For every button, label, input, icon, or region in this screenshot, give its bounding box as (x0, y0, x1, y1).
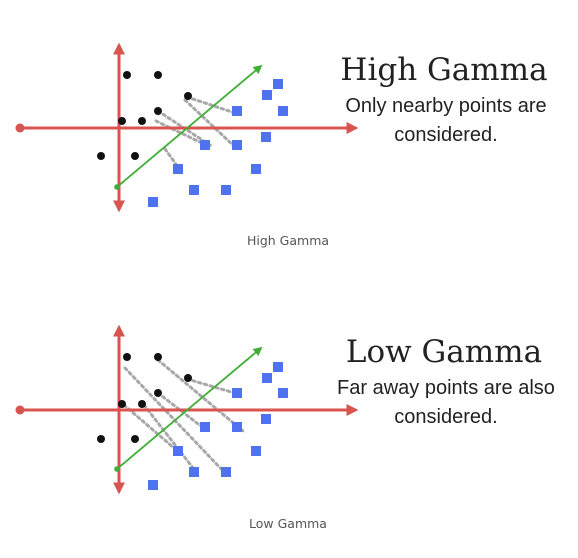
panel-title: Low Gamma (346, 334, 542, 370)
class-a-point (131, 152, 139, 160)
class-b-point (278, 106, 288, 116)
class-a-point (123, 353, 131, 361)
class-b-point (273, 362, 283, 372)
class-b-point (173, 164, 183, 174)
panel-caption: Low Gamma (249, 516, 327, 531)
class-b-points (148, 79, 288, 207)
class-b-point (148, 197, 158, 207)
class-a-point (184, 92, 192, 100)
panel-title: High Gamma (340, 52, 547, 88)
class-b-point (232, 106, 242, 116)
x-axis-origin-dot (15, 123, 25, 133)
class-b-point (173, 446, 183, 456)
class-b-point (278, 388, 288, 398)
class-b-point (200, 422, 210, 432)
panel-description-line-2: considered. (394, 406, 497, 428)
class-a-point (138, 400, 146, 408)
influence-line (122, 403, 183, 456)
class-a-points (97, 71, 192, 160)
class-a-point (97, 152, 105, 160)
panel-description-line-2: considered. (394, 124, 497, 146)
decision-boundary (116, 64, 263, 188)
decision-boundary-origin (114, 466, 120, 472)
influence-line (142, 403, 199, 475)
decision-boundary (116, 346, 263, 470)
influence-line (183, 98, 237, 149)
class-b-point (262, 90, 272, 100)
class-b-point (261, 414, 271, 424)
class-b-point (251, 164, 261, 174)
influence-line (185, 377, 240, 396)
class-a-point (154, 71, 162, 79)
class-a-point (154, 389, 162, 397)
x-axis-origin-dot (15, 405, 25, 415)
class-a-point (154, 353, 162, 361)
panel-caption: High Gamma (247, 233, 329, 248)
class-b-point (251, 446, 261, 456)
class-a-point (131, 435, 139, 443)
panel-high-gamma: High Gamma Only nearby points are consid… (15, 42, 548, 248)
class-b-point (273, 79, 283, 89)
class-b-points (148, 362, 288, 490)
class-b-point (262, 373, 272, 383)
class-a-point (138, 117, 146, 125)
class-a-point (118, 400, 126, 408)
influence-line (185, 95, 240, 116)
class-a-point (97, 435, 105, 443)
class-a-points (97, 353, 192, 443)
class-b-point (232, 422, 242, 432)
class-b-point (189, 467, 199, 477)
decision-boundary-origin (114, 184, 120, 190)
class-a-point (118, 117, 126, 125)
class-a-point (184, 374, 192, 382)
class-a-point (154, 107, 162, 115)
class-b-point (261, 132, 271, 142)
class-b-point (221, 185, 231, 195)
class-b-point (221, 467, 231, 477)
class-a-point (123, 71, 131, 79)
panel-low-gamma: Low Gamma Far away points are also consi… (15, 324, 555, 531)
class-b-point (189, 185, 199, 195)
class-b-point (200, 140, 210, 150)
class-b-point (232, 388, 242, 398)
influence-lines (154, 95, 240, 169)
class-b-point (148, 480, 158, 490)
panel-description-line-1: Only nearby points are (345, 95, 546, 117)
class-b-point (232, 140, 242, 150)
influence-line (156, 358, 245, 433)
panel-description-line-1: Far away points are also (337, 377, 555, 399)
